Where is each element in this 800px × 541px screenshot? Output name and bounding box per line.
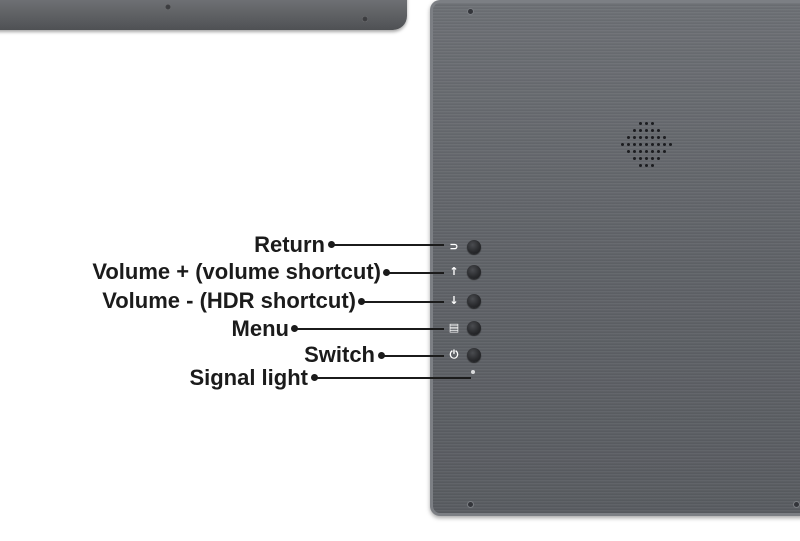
speaker-hole — [657, 136, 660, 139]
speaker-hole — [663, 136, 666, 139]
monitor-side-edge — [0, 0, 407, 30]
speaker-hole — [657, 143, 660, 146]
leader-line — [362, 301, 444, 303]
leader-dot — [378, 352, 385, 359]
speaker-hole — [639, 157, 642, 160]
speaker-hole — [651, 150, 654, 153]
leader-dot — [358, 298, 365, 305]
speaker-hole — [639, 129, 642, 132]
leader-dot — [311, 374, 318, 381]
return-button[interactable] — [467, 240, 481, 254]
speaker-hole — [639, 164, 642, 167]
screw — [794, 502, 799, 507]
volume-down-button[interactable] — [467, 294, 481, 308]
volume-up-label: Volume + (volume shortcut) — [92, 259, 381, 284]
return-icon: ⊃ — [449, 240, 459, 253]
speaker-hole — [651, 143, 654, 146]
volume-down-label: Volume - (HDR shortcut) — [102, 288, 356, 313]
speaker-hole — [633, 129, 636, 132]
speaker-hole — [657, 129, 660, 132]
screw — [362, 16, 368, 22]
switch-button[interactable] — [467, 348, 481, 362]
speaker-hole — [657, 157, 660, 160]
speaker-grille — [610, 120, 680, 170]
speaker-hole — [639, 143, 642, 146]
speaker-hole — [639, 150, 642, 153]
screw — [468, 9, 473, 14]
leader-line — [332, 244, 444, 246]
monitor-back-panel: ⊃ ↑ ↓ ▤ ⏻ — [430, 0, 800, 516]
speaker-hole — [645, 150, 648, 153]
speaker-hole — [627, 143, 630, 146]
speaker-hole — [645, 129, 648, 132]
speaker-hole — [651, 122, 654, 125]
speaker-hole — [651, 129, 654, 132]
return-label: Return — [254, 232, 325, 257]
speaker-hole — [645, 122, 648, 125]
speaker-hole — [633, 136, 636, 139]
speaker-hole — [645, 136, 648, 139]
leader-line — [387, 272, 444, 274]
menu-button[interactable] — [467, 321, 481, 335]
speaker-hole — [645, 157, 648, 160]
speaker-hole — [651, 157, 654, 160]
leader-line — [315, 377, 471, 379]
menu-icon: ▤ — [448, 321, 460, 334]
speaker-hole — [627, 136, 630, 139]
arrow-up-icon: ↑ — [449, 265, 459, 278]
speaker-hole — [639, 122, 642, 125]
leader-line — [382, 355, 444, 357]
power-icon: ⏻ — [449, 348, 459, 361]
speaker-hole — [633, 143, 636, 146]
leader-line — [295, 328, 444, 330]
speaker-hole — [633, 150, 636, 153]
leader-dot — [291, 325, 298, 332]
speaker-hole — [645, 143, 648, 146]
speaker-hole — [639, 136, 642, 139]
menu-label: Menu — [231, 316, 289, 341]
speaker-hole — [651, 164, 654, 167]
leader-dot — [383, 269, 390, 276]
screw — [165, 4, 171, 10]
signal-light-label: Signal light — [189, 365, 308, 390]
speaker-hole — [651, 136, 654, 139]
speaker-hole — [621, 143, 624, 146]
speaker-hole — [663, 150, 666, 153]
leader-dot — [328, 241, 335, 248]
speaker-hole — [663, 143, 666, 146]
speaker-hole — [633, 157, 636, 160]
volume-up-button[interactable] — [467, 265, 481, 279]
switch-label: Switch — [304, 342, 375, 367]
signal-light-led — [471, 370, 475, 374]
screw — [468, 502, 473, 507]
speaker-hole — [669, 143, 672, 146]
arrow-down-icon: ↓ — [449, 294, 459, 307]
speaker-hole — [657, 150, 660, 153]
speaker-hole — [627, 150, 630, 153]
speaker-hole — [645, 164, 648, 167]
